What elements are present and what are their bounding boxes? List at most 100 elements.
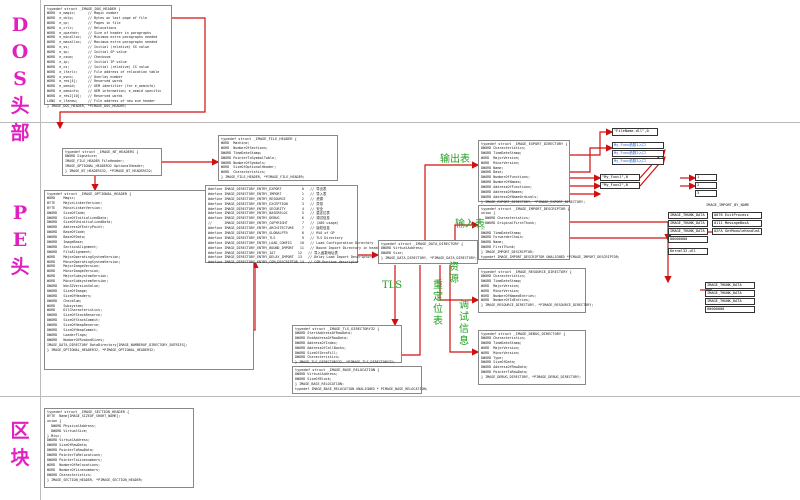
file-header-field: } IMAGE_FILE_HEADER, *PIMAGE_FILE_HEADER… bbox=[221, 175, 305, 180]
resource-directory-field: WORD MinorVersion; bbox=[481, 288, 520, 293]
optional-header-field: WORD Subsystem; bbox=[47, 303, 84, 308]
section-header-field: DWORD VirtualAddress; bbox=[47, 438, 90, 443]
export-directory-field: DWORD AddressOfNameOrdinals; bbox=[481, 194, 539, 199]
import-thunk-0: IMAGE_THUNK_DATA bbox=[668, 212, 708, 219]
optional-header-field: DWORD SizeOfHeaders; bbox=[47, 293, 92, 298]
directory-entry: #define IMAGE_DIRECTORY_ENTRY_BOUND_IMPO… bbox=[208, 245, 384, 250]
export-directory-field: DWORD AddressOfNames; bbox=[481, 190, 524, 195]
dos-header-field: WORD e_ovno; // Overlay number bbox=[47, 74, 123, 79]
directory-entry: #define IMAGE_DIRECTORY_ENTRY_TLS 9 // T… bbox=[208, 235, 343, 240]
section-header-field: DWORD PointerToRawData; bbox=[47, 448, 94, 453]
optional-header-field: BYTE MinorLinkerVersion; bbox=[47, 205, 103, 210]
resource-directory-field: DWORD Characteristics; bbox=[481, 274, 526, 278]
resource-directory-field: WORD MajorVersion; bbox=[481, 283, 520, 288]
data-directory-title: typedef struct _IMAGE_DATA_DIRECTORY { bbox=[381, 242, 464, 246]
import-table-label: 输入表 bbox=[455, 219, 485, 230]
directory-entry: #define IMAGE_DIRECTORY_ENTRY_COM_DESCRI… bbox=[208, 260, 360, 265]
section-header-title: typedef struct _IMAGE_SECTION_HEADER { bbox=[47, 410, 130, 414]
base-relocation-struct: typedef struct _IMAGE_BASE_RELOCATION { … bbox=[292, 366, 428, 394]
dos-header-field: WORD e_minalloc; // Minimum extra paragr… bbox=[47, 35, 158, 40]
section-header-field: } Misc; bbox=[47, 433, 62, 438]
export-name2: "My_Func2",0 bbox=[600, 182, 640, 189]
directory-entry: #define IMAGE_DIRECTORY_ENTRY_EXPORT 0 /… bbox=[208, 187, 327, 191]
directory-entry: // IMAGE_DIRECTORY_ENTRY_COPYRIGHT 7 // … bbox=[208, 221, 339, 226]
dos-header-field: WORD e_magic; // Magic number bbox=[47, 11, 119, 15]
export-func3: My_Func函数3入口 bbox=[612, 158, 664, 165]
dos-header-field: WORD e_res2[10]; // Reserved words bbox=[47, 94, 123, 99]
section-header-field: DWORD VirtualSize; bbox=[47, 428, 88, 433]
tls-directory-field: DWORD Characteristics; bbox=[295, 355, 340, 360]
optional-header-field: IMAGE_DATA_DIRECTORY DataDirectory[IMAGE… bbox=[47, 342, 188, 347]
export-directory-field: DWORD NumberOfFunctions; bbox=[481, 175, 530, 180]
import-name-2: 02FA GetModuleHandleA bbox=[712, 228, 762, 235]
pe-region bbox=[0, 122, 800, 397]
data-directory-struct: typedef struct _IMAGE_DATA_DIRECTORY { D… bbox=[378, 240, 478, 264]
nt-headers-title: typedef struct _IMAGE_NT_HEADERS { bbox=[65, 150, 139, 154]
debug-directory-field: WORD MinorVersion; bbox=[481, 350, 520, 355]
import-descriptor-field: DWORD TimeDateStamp; bbox=[481, 230, 522, 235]
import-descriptor-field: typedef IMAGE_IMPORT_DESCRIPTOR UNALIGNE… bbox=[481, 255, 620, 260]
import-iat-3: 00000000 bbox=[705, 306, 755, 313]
directory-entries-list: #define IMAGE_DIRECTORY_ENTRY_EXPORT 0 /… bbox=[205, 185, 384, 265]
optional-header-field: DWORD Win32VersionValue; bbox=[47, 284, 101, 289]
dos-header-field: LONG e_lfanew; // File address of new ex… bbox=[47, 99, 156, 104]
dos-header-field: WORD e_cp; // Pages in file bbox=[47, 20, 121, 25]
optional-header-field: DWORD SizeOfHeapReserve; bbox=[47, 323, 101, 328]
export-ordinal3: 3 bbox=[695, 190, 717, 197]
export-ordinal2: 2 bbox=[695, 182, 717, 189]
optional-header-field: DWORD LoaderFlags; bbox=[47, 332, 88, 337]
base-relocation-field: } IMAGE_BASE_RELOCATION; bbox=[295, 381, 344, 386]
import-name-0: 0076 ExitProcess bbox=[712, 212, 762, 219]
tls-label: TLS bbox=[382, 280, 403, 291]
import-descriptor-field: DWORD ForwarderChain; bbox=[481, 235, 524, 240]
export-directory-field: DWORD AddressOfFunctions; bbox=[481, 185, 533, 190]
export-func1: My_Func函数1入口 bbox=[612, 142, 664, 149]
optional-header-field: DWORD BaseOfCode; bbox=[47, 230, 86, 235]
optional-header-field: DWORD CheckSum; bbox=[47, 298, 82, 303]
optional-header-field: DWORD SizeOfInitializedData; bbox=[47, 215, 109, 220]
import-by-name-header: IMAGE_IMPORT_BY_NAME bbox=[705, 203, 760, 210]
import-name-1: 0111 MessageBoxA bbox=[712, 220, 762, 227]
file-header-field: WORD Machine; bbox=[221, 141, 250, 145]
import-thunk-2: IMAGE_THUNK_DATA bbox=[668, 228, 708, 235]
optional-header-field: WORD MinorSubsystemVersion; bbox=[47, 279, 109, 284]
optional-header-field: DWORD AddressOfEntryPoint; bbox=[47, 225, 105, 230]
optional-header-field: DWORD SizeOfCode; bbox=[47, 210, 86, 215]
section-header-field: WORD NumberOfRelocations; bbox=[47, 462, 101, 467]
dos-header-field: WORD e_cparhdr; // Size of header in par… bbox=[47, 30, 152, 35]
export-func2: My_Func函数2入口 bbox=[612, 150, 664, 157]
optional-header-field: WORD DllCharacteristics; bbox=[47, 308, 103, 313]
section-header-field: DWORD Characteristics; bbox=[47, 472, 92, 477]
nt-headers-field: IMAGE_OPTIONAL_HEADER32 OptionalHeader; bbox=[65, 163, 145, 168]
optional-header-title: typedef struct _IMAGE_OPTIONAL_HEADER { bbox=[47, 192, 132, 196]
nt-headers-field: DWORD Signature; bbox=[65, 154, 98, 158]
debug-directory-title: typedef struct _IMAGE_DEBUG_DIRECTORY { bbox=[481, 332, 566, 336]
import-descriptor-title: typedef struct _IMAGE_IMPORT_DESCRIPTOR … bbox=[481, 207, 570, 211]
directory-entry: #define IMAGE_DIRECTORY_ENTRY_DELAY_IMPO… bbox=[208, 255, 374, 260]
file-header-field: WORD Characteristics; bbox=[221, 170, 266, 175]
optional-header-field: } IMAGE_OPTIONAL_HEADER32, *PIMAGE_OPTIO… bbox=[47, 347, 156, 352]
tls-directory-struct: typedef struct _IMAGE_TLS_DIRECTORY32 { … bbox=[292, 325, 402, 364]
export-dll-name: "FileName.dll",0 bbox=[612, 128, 658, 136]
directory-entry: #define IMAGE_DIRECTORY_ENTRY_DEBUG 6 //… bbox=[208, 216, 330, 221]
debug-directory-field: WORD MajorVersion; bbox=[481, 345, 520, 350]
resource-directory-field: DWORD TimeDateStamp; bbox=[481, 278, 522, 283]
directory-entry: #define IMAGE_DIRECTORY_ENTRY_SECURITY 4… bbox=[208, 206, 323, 211]
optional-header-field: DWORD FileAlignment; bbox=[47, 249, 92, 254]
export-directory-field: DWORD Base; bbox=[481, 170, 504, 175]
import-iat-1: IMAGE_THUNK_DATA bbox=[705, 290, 755, 297]
import-descriptor-field: }; bbox=[481, 225, 486, 230]
import-descriptor-field: union { bbox=[481, 211, 496, 215]
nt-headers-struct: typedef struct _IMAGE_NT_HEADERS { DWORD… bbox=[62, 148, 162, 176]
dos-header-struct: typedef struct _IMAGE_DOS_HEADER { WORD … bbox=[44, 5, 172, 108]
dos-header-title: typedef struct _IMAGE_DOS_HEADER { bbox=[47, 7, 121, 11]
import-descriptor-field: DWORD Characteristics; bbox=[481, 215, 530, 220]
dos-header-field: WORD e_lfarlc; // File address of reloca… bbox=[47, 69, 160, 74]
dos-header-field: WORD e_ip; // Initial IP value bbox=[47, 59, 127, 64]
optional-header-field: DWORD SizeOfImage; bbox=[47, 288, 88, 293]
dos-header-field: WORD e_oemid; // OEM identifier (for e_o… bbox=[47, 84, 156, 89]
resource-directory-struct: typedef struct _IMAGE_RESOURCE_DIRECTORY… bbox=[478, 268, 593, 313]
data-directory-field: DWORD Size; bbox=[381, 250, 404, 255]
optional-header-field: BYTE MajorLinkerVersion; bbox=[47, 200, 103, 205]
optional-header-field: DWORD SizeOfHeapCommit; bbox=[47, 328, 99, 333]
